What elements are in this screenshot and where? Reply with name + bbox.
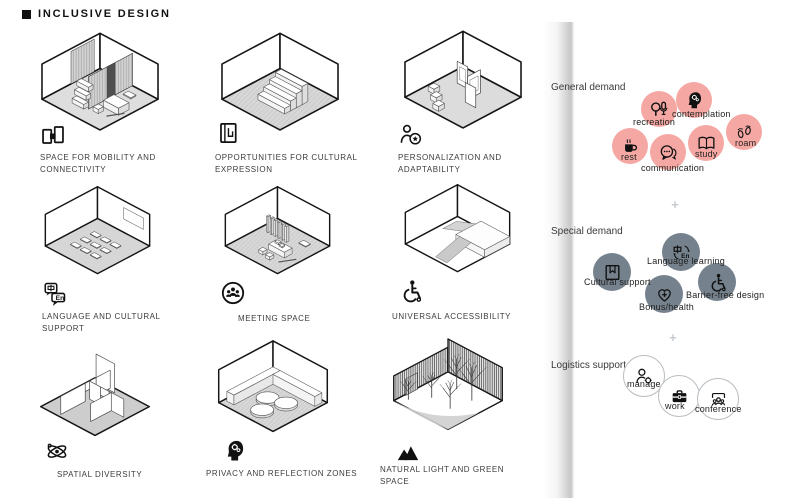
work-icon (669, 386, 690, 407)
barrier-free-icon (707, 272, 728, 293)
manage-icon (634, 366, 655, 387)
bubble-communication (650, 134, 686, 170)
connected-rooms-icon (40, 122, 66, 148)
plus-separator: + (671, 197, 679, 212)
contemplation-icon (684, 90, 705, 111)
room-illustration-meeting (210, 182, 345, 280)
recreation-icon (649, 99, 670, 120)
language-learning-icon: En (671, 242, 692, 263)
chat-icon (658, 142, 679, 163)
room-illustration-cultural (205, 28, 355, 137)
bubble-label-rest: rest (621, 152, 637, 162)
bubble-rest (612, 128, 648, 164)
cell-label-privacy: PRIVACY AND REFLECTION ZONES (206, 469, 358, 478)
cell-label-accessibility: UNIVERSAL ACCESSIBILITY (392, 312, 512, 321)
wheelchair-icon (398, 278, 424, 304)
room-illustration-green (378, 334, 518, 436)
cultural-support-icon (602, 262, 623, 283)
bubble-language-learning: En (662, 233, 700, 271)
bonus-health-icon (654, 284, 675, 305)
coffee-icon (620, 136, 641, 157)
bubble-label-manage: manage (627, 379, 661, 389)
bubble-conference (697, 378, 739, 420)
cell-label-personal: PERSONALIZATION AND ADAPTABILITY (398, 153, 502, 174)
page-header: INCLUSIVE DESIGN (22, 8, 171, 20)
bubble-label-roam: roam (735, 138, 757, 148)
page-fold-shadow (543, 22, 578, 498)
title-square-icon (22, 9, 31, 19)
bubble-label-bonus: Bonus/health (639, 302, 694, 312)
bubble-barrier-free (698, 263, 736, 301)
scroll-icon (216, 120, 242, 146)
bubble-label-cultural: Cultural support (584, 277, 651, 287)
bubble-label-language: Language learning (647, 256, 725, 266)
bubble-label-conference: conference (695, 404, 742, 414)
bubble-label-barrier: Barrier-free design (686, 290, 765, 300)
group-icon (220, 280, 246, 306)
bubble-label-recreation: recreation (633, 117, 676, 127)
cell-label-cultural: OPPORTUNITIES FOR CULTURAL EXPRESSION (215, 153, 358, 174)
book-icon (696, 133, 717, 154)
section-title-logistics: Logistics support (551, 360, 627, 371)
cell-label-meeting: MEETING SPACE (238, 314, 311, 323)
cell-label-diversity: SPATIAL DIVERSITY (57, 470, 143, 479)
page-title: INCLUSIVE DESIGN (38, 8, 171, 20)
person-star-icon (398, 122, 424, 148)
room-illustration-personal (388, 26, 538, 135)
mountains-icon (395, 438, 421, 464)
svg-text:En: En (56, 295, 65, 302)
bubble-study (688, 125, 724, 161)
bubble-contemplation (676, 82, 712, 118)
plus-separator: + (669, 330, 677, 345)
bubble-cultural-support (593, 253, 631, 291)
bubble-label-contemplation: contemplation (672, 109, 731, 119)
bubble-recreation (641, 91, 677, 127)
bubble-bonus-health (645, 275, 683, 313)
bubble-label-study: study (695, 149, 718, 159)
atom-icon (44, 438, 70, 464)
conference-icon (708, 389, 729, 410)
bubble-label-work: work (665, 401, 685, 411)
svg-text:En: En (681, 253, 689, 260)
section-title-general: General demand (551, 82, 626, 93)
section-title-special: Special demand (551, 226, 623, 237)
room-illustration-mobility (25, 28, 175, 137)
bubble-roam (726, 114, 762, 150)
room-illustration-language (30, 182, 165, 280)
bubble-label-communication: communication (641, 163, 705, 173)
footprints-icon (734, 122, 755, 143)
translation-icon: En (42, 280, 68, 306)
cell-label-green: NATURAL LIGHT AND GREEN SPACE (380, 465, 505, 486)
mind-icon (222, 438, 248, 464)
room-illustration-privacy (203, 336, 343, 438)
cell-label-language: LANGUAGE AND CULTURAL SUPPORT (42, 312, 161, 333)
room-illustration-diversity (25, 340, 165, 442)
cell-label-mobility: SPACE FOR MOBILITY AND CONNECTIVITY (40, 153, 156, 174)
room-illustration-accessibility (390, 180, 525, 278)
